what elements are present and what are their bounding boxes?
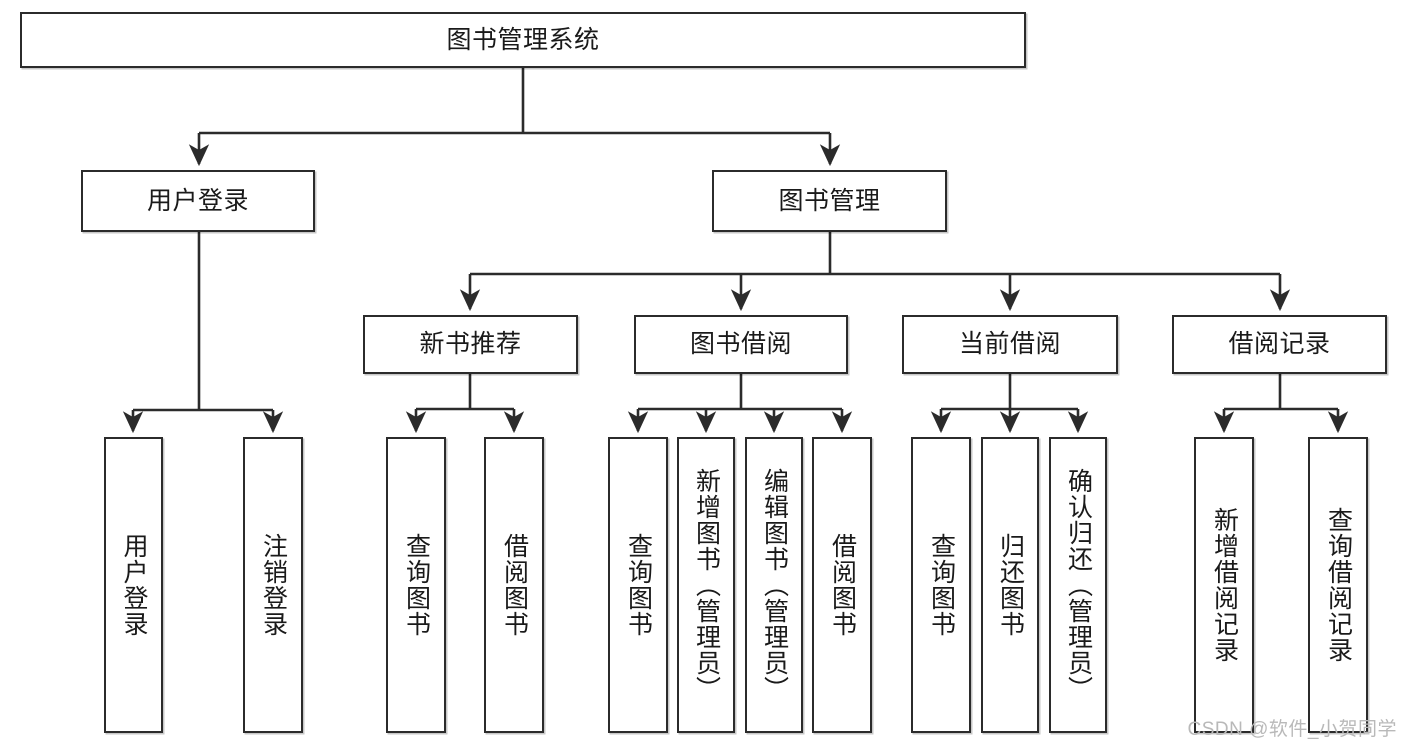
node-label: 借阅记录 <box>1228 330 1331 359</box>
node-leaf-add-book-admin[interactable]: 新增图书（管理员） <box>677 437 735 733</box>
node-label: 编辑图书（管理员） <box>760 468 789 702</box>
node-label: 查询图书 <box>927 533 956 637</box>
node-label: 图书管理 <box>778 186 881 215</box>
node-leaf-query-borrow-record[interactable]: 查询借阅记录 <box>1308 437 1368 733</box>
node-label: 归还图书 <box>996 533 1025 637</box>
node-label: 注销登录 <box>259 533 288 637</box>
node-borrow-record[interactable]: 借阅记录 <box>1172 315 1387 374</box>
node-leaf-borrow-book[interactable]: 借阅图书 <box>812 437 872 733</box>
node-label: 查询借阅记录 <box>1324 507 1353 663</box>
node-label: 当前借阅 <box>958 330 1061 359</box>
node-leaf-query-book-current[interactable]: 查询图书 <box>911 437 971 733</box>
node-leaf-query-book-recommend[interactable]: 查询图书 <box>386 437 446 733</box>
node-root-book-management-system[interactable]: 图书管理系统 <box>20 12 1026 68</box>
node-label: 确认归还（管理员） <box>1064 468 1093 702</box>
node-label: 查询图书 <box>624 533 653 637</box>
node-new-book-recommend[interactable]: 新书推荐 <box>363 315 578 374</box>
node-leaf-user-login[interactable]: 用户登录 <box>104 437 163 733</box>
node-leaf-edit-book-admin[interactable]: 编辑图书（管理员） <box>745 437 803 733</box>
node-label: 用户登录 <box>120 533 148 637</box>
node-label: 新增借阅记录 <box>1210 507 1239 663</box>
csdn-watermark: CSDN @软件_小贺同学 <box>1187 719 1397 740</box>
node-label: 新书推荐 <box>419 330 522 359</box>
node-label: 用户登录 <box>146 186 249 215</box>
node-label: 图书管理系统 <box>446 25 600 54</box>
node-label: 借阅图书 <box>500 533 529 637</box>
node-label: 新增图书（管理员） <box>692 468 721 702</box>
node-book-borrow[interactable]: 图书借阅 <box>634 315 848 374</box>
node-leaf-return-book[interactable]: 归还图书 <box>981 437 1039 733</box>
node-leaf-add-borrow-record[interactable]: 新增借阅记录 <box>1194 437 1254 733</box>
node-current-borrow[interactable]: 当前借阅 <box>902 315 1118 374</box>
node-leaf-borrow-book-recommend[interactable]: 借阅图书 <box>484 437 544 733</box>
node-leaf-confirm-return-admin[interactable]: 确认归还（管理员） <box>1049 437 1107 733</box>
node-book-management[interactable]: 图书管理 <box>712 170 947 232</box>
node-user-login[interactable]: 用户登录 <box>81 170 315 232</box>
node-label: 借阅图书 <box>828 533 857 637</box>
node-label: 查询图书 <box>402 533 431 637</box>
node-leaf-query-book-borrow[interactable]: 查询图书 <box>608 437 668 733</box>
node-label: 图书借阅 <box>689 330 792 359</box>
node-leaf-logout[interactable]: 注销登录 <box>243 437 303 733</box>
